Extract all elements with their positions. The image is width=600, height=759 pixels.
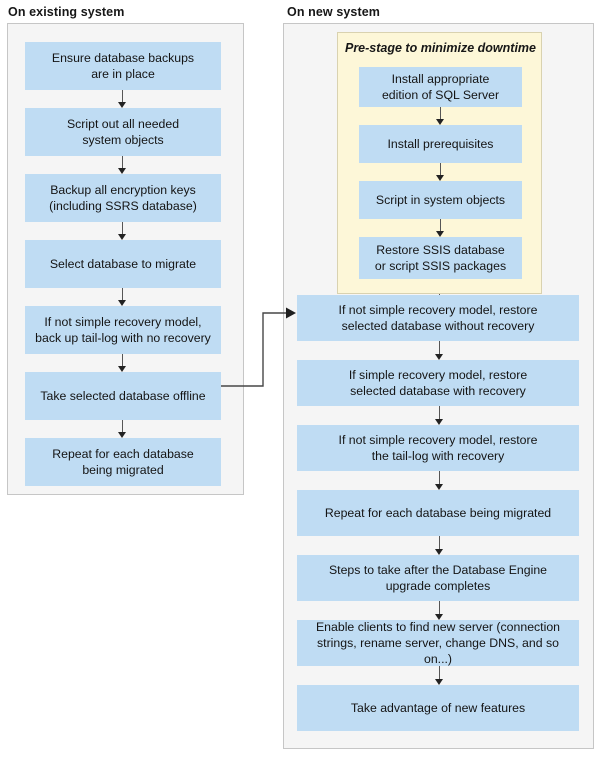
node-select-database[interactable]: Select database to migrate bbox=[25, 240, 221, 288]
node-backup-tail-log[interactable]: If not simple recovery model, back up ta… bbox=[25, 306, 221, 354]
node-line-2: being migrated bbox=[82, 463, 164, 477]
arrow-down-icon bbox=[435, 536, 444, 555]
node-script-in-system-objects[interactable]: Script in system objects bbox=[359, 181, 522, 219]
node-line-2: or script SSIS packages bbox=[374, 259, 507, 273]
node-script-objects[interactable]: Script out all needed system objects bbox=[25, 108, 221, 156]
node-restore-with-recovery[interactable]: If simple recovery model, restore select… bbox=[297, 360, 579, 406]
node-line-1: Select database to migrate bbox=[49, 256, 197, 271]
node-install-sql-server[interactable]: Install appropriate edition of SQL Serve… bbox=[359, 67, 522, 107]
node-line-2: are in place bbox=[91, 67, 155, 81]
node-line-2: system objects bbox=[82, 133, 164, 147]
arrow-down-icon bbox=[436, 163, 445, 181]
arrow-down-icon bbox=[118, 354, 127, 372]
node-line-1: Repeat for each database being migrated bbox=[324, 505, 552, 520]
arrow-down-icon bbox=[435, 406, 444, 425]
node-install-prerequisites[interactable]: Install prerequisites bbox=[359, 125, 522, 163]
node-line-2: (including SSRS database) bbox=[49, 199, 197, 213]
column-heading-new-system: On new system bbox=[287, 5, 380, 19]
arrow-down-icon bbox=[435, 666, 444, 685]
node-line-2: upgrade completes bbox=[385, 579, 491, 593]
node-line-2: back up tail-log with no recovery bbox=[35, 331, 211, 345]
panel-new-system: Pre-stage to minimize downtime Install a… bbox=[283, 23, 594, 749]
node-backup-encryption-keys[interactable]: Backup all encryption keys (including SS… bbox=[25, 174, 221, 222]
arrow-down-icon bbox=[435, 601, 444, 620]
node-line-2: strings, rename server, change DNS, and … bbox=[317, 635, 559, 667]
arrow-down-icon bbox=[118, 222, 127, 240]
node-line-1: If simple recovery model, restore bbox=[348, 367, 528, 382]
arrow-down-icon bbox=[118, 288, 127, 306]
node-take-database-offline[interactable]: Take selected database offline bbox=[25, 372, 221, 420]
node-line-1: If not simple recovery model, restore bbox=[338, 432, 538, 447]
node-line-1: Restore SSIS database bbox=[376, 242, 505, 257]
arrow-down-icon bbox=[118, 90, 127, 108]
node-line-1: Backup all encryption keys bbox=[50, 182, 196, 197]
node-post-upgrade-steps[interactable]: Steps to take after the Database Engine … bbox=[297, 555, 579, 601]
node-repeat-each-database[interactable]: Repeat for each database being migrated bbox=[25, 438, 221, 486]
node-ensure-backups[interactable]: Ensure database backups are in place bbox=[25, 42, 221, 90]
column-heading-existing-system: On existing system bbox=[8, 5, 125, 19]
node-line-1: Take advantage of new features bbox=[350, 700, 526, 715]
node-line-2: selected database without recovery bbox=[341, 319, 535, 333]
node-line-1: Ensure database backups bbox=[51, 50, 195, 65]
node-line-1: Script out all needed bbox=[66, 116, 180, 131]
node-line-1: Take selected database offline bbox=[40, 388, 206, 403]
node-line-1: Script in system objects bbox=[375, 192, 506, 207]
node-line-1: Repeat for each database bbox=[52, 446, 194, 461]
node-line-2: the tail-log with recovery bbox=[371, 449, 505, 463]
arrow-down-icon bbox=[436, 107, 445, 125]
node-restore-ssis-database[interactable]: Restore SSIS database or script SSIS pac… bbox=[359, 237, 522, 279]
node-line-2: edition of SQL Server bbox=[381, 88, 500, 102]
node-restore-tail-log[interactable]: If not simple recovery model, restore th… bbox=[297, 425, 579, 471]
node-line-1: If not simple recovery model, restore bbox=[338, 302, 538, 317]
node-line-1: Steps to take after the Database Engine bbox=[328, 562, 548, 577]
node-take-advantage-new-features[interactable]: Take advantage of new features bbox=[297, 685, 579, 731]
arrow-down-icon bbox=[118, 420, 127, 438]
node-repeat-each-database[interactable]: Repeat for each database being migrated bbox=[297, 490, 579, 536]
node-line-1: If not simple recovery model, bbox=[44, 314, 202, 329]
group-prestage-title: Pre-stage to minimize downtime bbox=[344, 41, 536, 55]
node-line-1: Enable clients to find new server (conne… bbox=[315, 619, 561, 634]
arrow-down-icon bbox=[436, 219, 445, 237]
panel-existing-system: Ensure database backups are in place Scr… bbox=[7, 23, 244, 495]
node-enable-clients[interactable]: Enable clients to find new server (conne… bbox=[297, 620, 579, 666]
node-line-1: Install appropriate bbox=[391, 71, 490, 86]
node-restore-without-recovery[interactable]: If not simple recovery model, restore se… bbox=[297, 295, 579, 341]
arrow-down-icon bbox=[435, 471, 444, 490]
arrow-down-icon bbox=[435, 341, 444, 360]
node-line-2: selected database with recovery bbox=[350, 384, 526, 398]
arrow-down-icon bbox=[118, 156, 127, 174]
node-line-1: Install prerequisites bbox=[387, 136, 494, 151]
group-prestage: Pre-stage to minimize downtime Install a… bbox=[337, 32, 542, 294]
